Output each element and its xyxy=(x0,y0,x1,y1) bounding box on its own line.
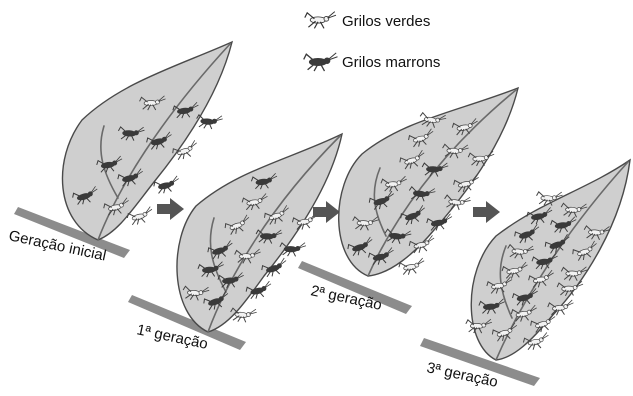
right-arrow-icon xyxy=(473,201,500,223)
right-arrow-icon xyxy=(313,201,340,223)
legend-brown-label: Grilos marrons xyxy=(342,54,440,71)
brown-cricket-icon xyxy=(196,114,223,130)
legend: Grilos verdes Grilos marrons xyxy=(304,12,441,72)
brown-cricket-icon xyxy=(304,53,338,71)
right-arrow-icon xyxy=(157,198,184,220)
green-cricket-icon xyxy=(305,12,336,29)
legend-green-label: Grilos verdes xyxy=(342,13,430,30)
